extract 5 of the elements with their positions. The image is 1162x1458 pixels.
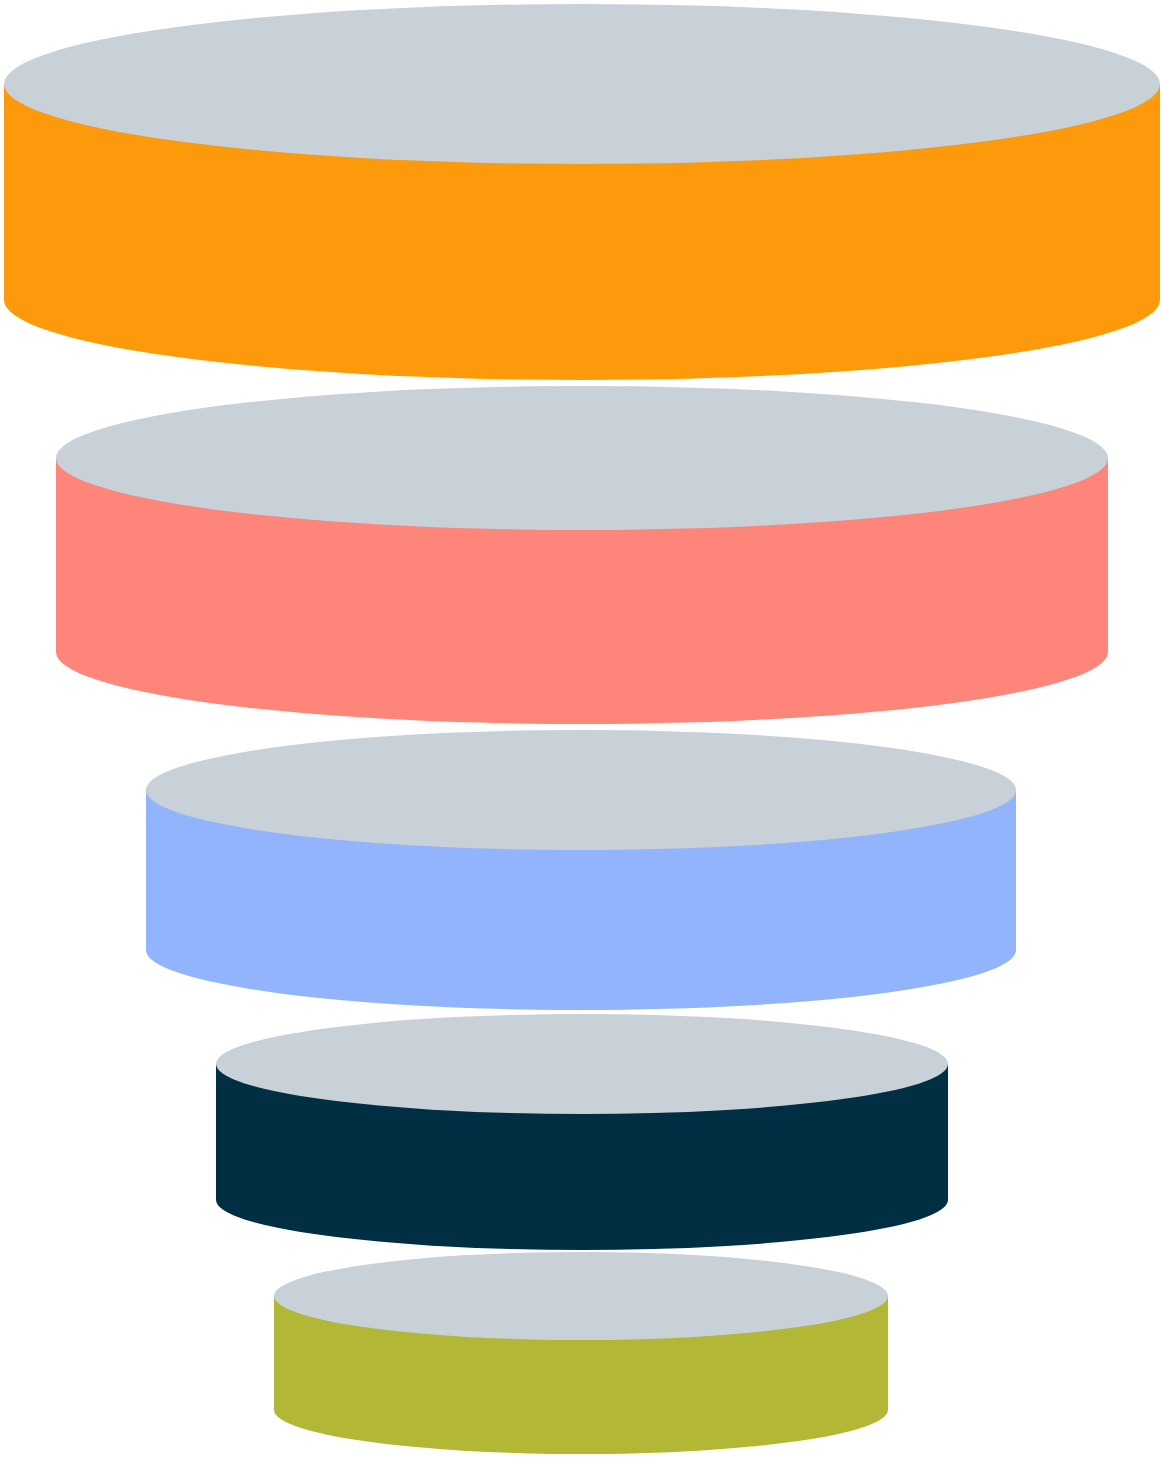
funnel-tier [56,386,1108,724]
funnel-tier [216,1014,948,1250]
funnel-tier [146,730,1016,1010]
funnel-tier [274,1252,888,1454]
funnel-tier [4,4,1160,380]
